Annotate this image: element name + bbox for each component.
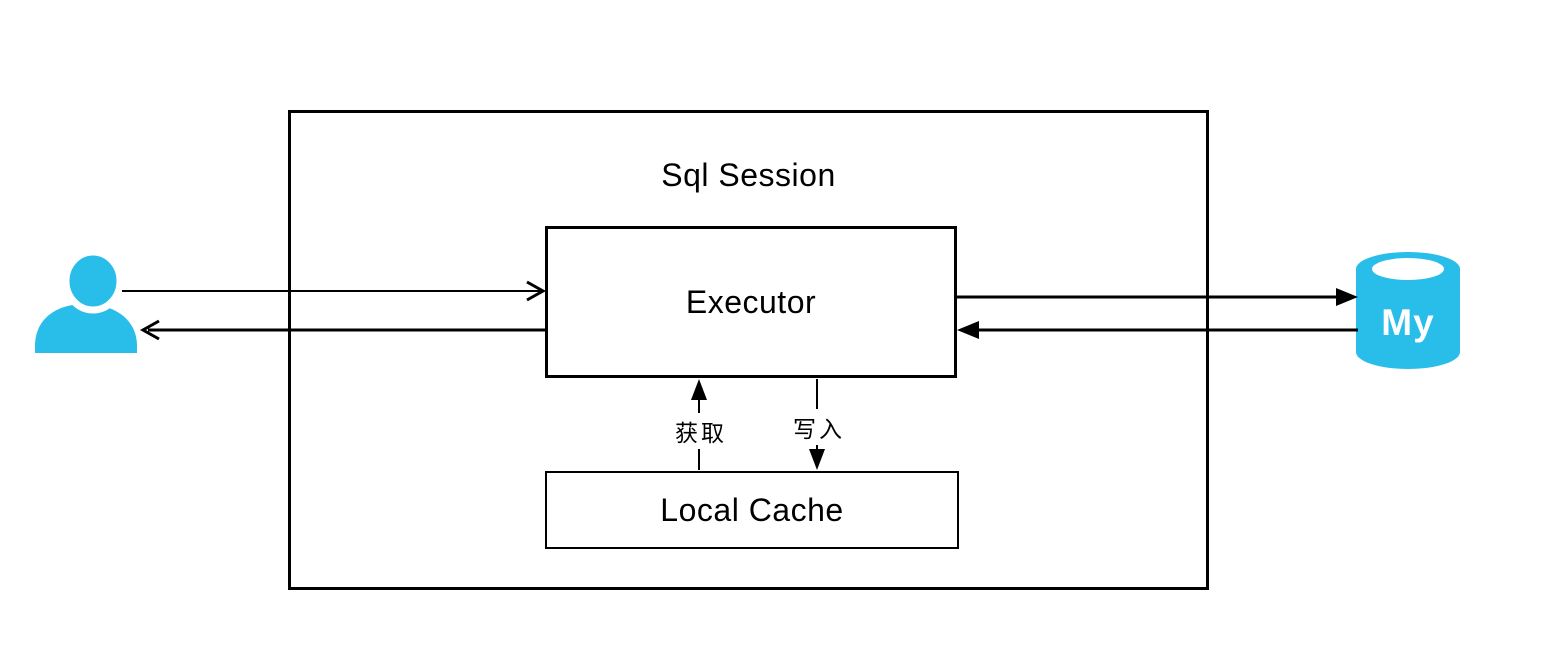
executor-node: Executor — [545, 226, 957, 378]
executor-label: Executor — [685, 283, 817, 320]
write-arrow-label: 写入 — [791, 409, 847, 445]
sql-session-container: Sql Session — [288, 110, 1209, 590]
mysql-label: My — [1381, 302, 1434, 343]
user-body-shape — [35, 304, 137, 353]
user-head-shape — [62, 248, 124, 314]
sql-session-title: Sql Session — [661, 157, 836, 193]
local-cache-node: Local Cache — [545, 471, 959, 549]
local-cache-label: Local Cache — [660, 491, 844, 528]
mysql-database-icon-svg: My — [1356, 252, 1460, 369]
user-icon — [33, 248, 139, 354]
database-cylinder-top-opening — [1372, 258, 1444, 280]
database-cylinder-shape — [1356, 252, 1460, 369]
mysql-database-icon: My — [1356, 251, 1460, 371]
user-icon-svg — [35, 248, 137, 353]
fetch-arrow-label: 获取 — [673, 413, 729, 449]
